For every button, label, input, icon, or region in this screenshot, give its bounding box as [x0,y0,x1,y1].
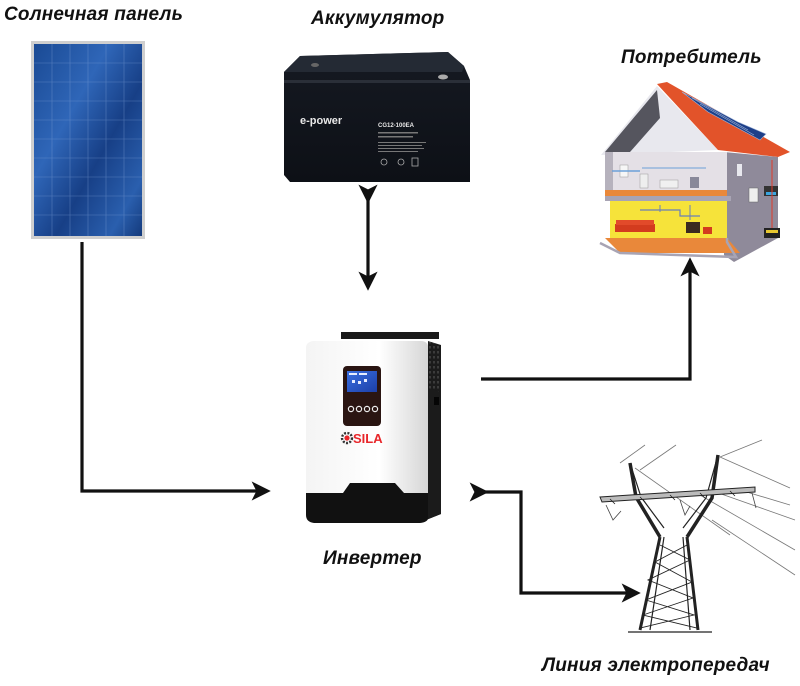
power-line-tower-image [599,439,796,633]
solar-panel-label: Солнечная панель [4,4,184,25]
inverter-to-consumer-arrow [481,257,700,381]
tower-wires [619,439,796,576]
solar-cell-grid [34,44,142,236]
inverter-image: SILA [306,332,441,523]
consumer-label: Потребитель [621,47,762,68]
house-image [599,82,790,262]
solar-to-inverter-arrow [80,242,271,501]
battery-model: CG12-100EA [378,123,415,129]
grid-inverter-arrow [469,482,641,603]
battery-image: e-power CG12-100EA [284,52,470,182]
connection-lines [80,184,700,603]
inverter-lcd-segments [349,373,367,384]
inverter-brand: SILA [353,431,383,446]
battery-label: Аккумулятор [311,8,445,29]
sila-gear-logo [340,431,354,445]
power-line-label: Линия электропередач [542,655,770,676]
solar-panel-image [31,41,145,239]
inverter-label: Инвертер [323,548,422,569]
battery-spec-lines [378,132,426,152]
battery-cert-icons [380,157,419,167]
battery-brand: e-power [300,115,343,127]
